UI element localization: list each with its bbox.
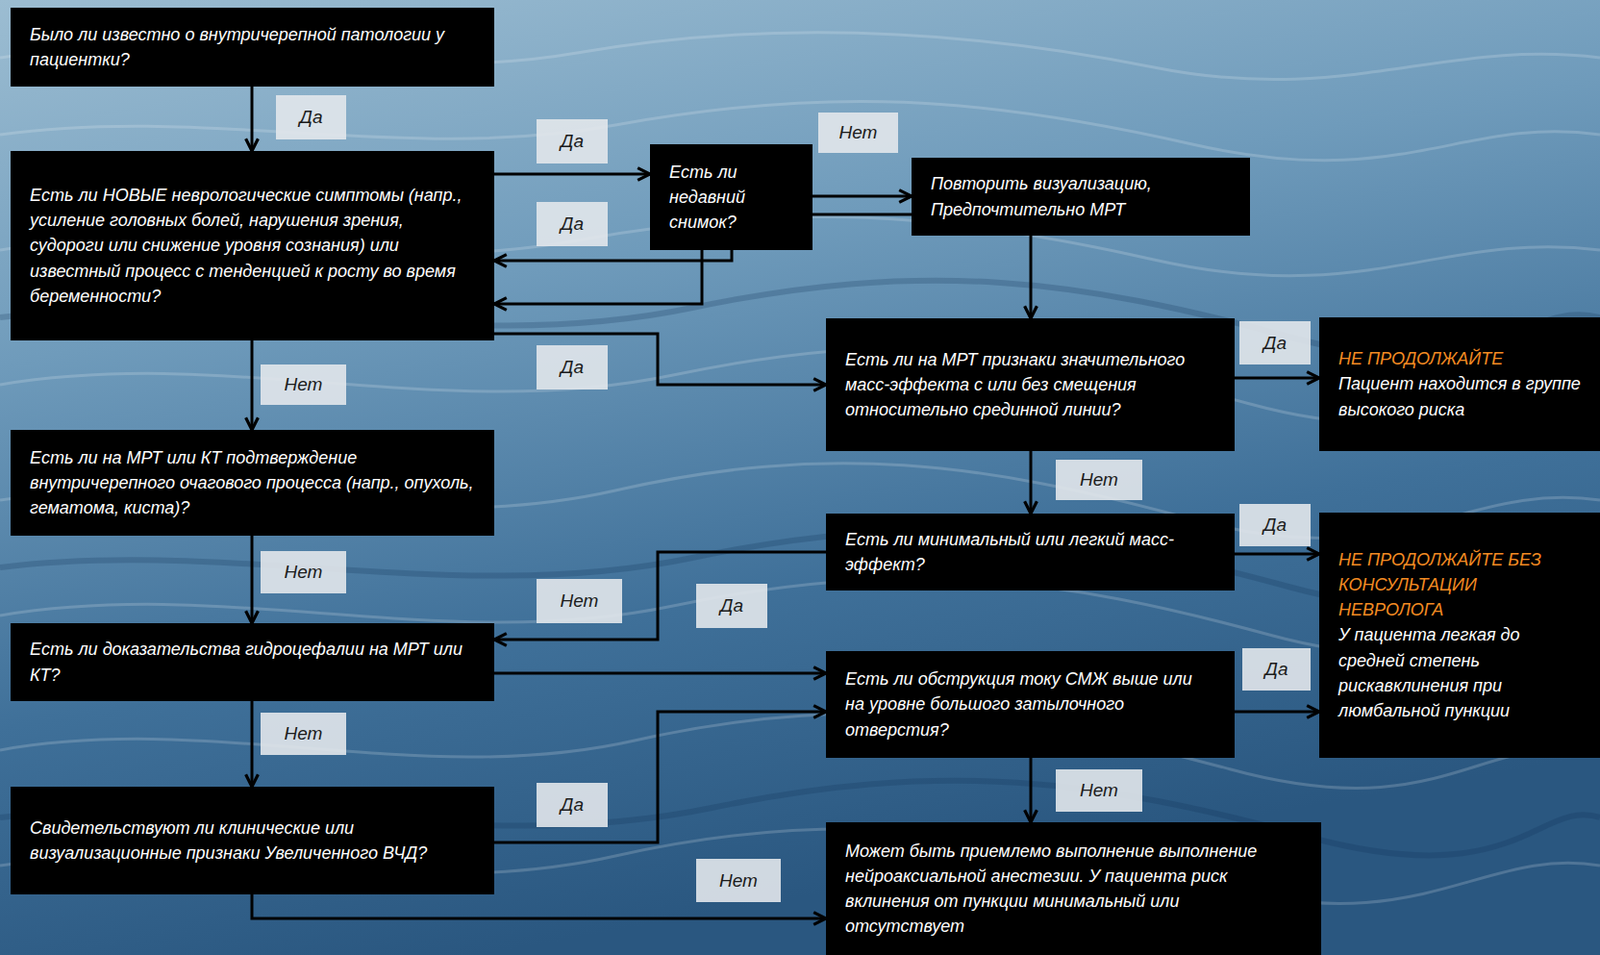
box-text: Есть ли минимальный или легкий масс-эффе… <box>845 526 1216 577</box>
box-text: У пациента легкая до средней степень рис… <box>1338 622 1581 723</box>
outcome-box: Может быть приемлемо выполнение выполнен… <box>825 822 1322 955</box>
flow-connector <box>812 213 912 217</box>
flow-connector <box>250 700 254 787</box>
flow-connector <box>1234 376 1320 380</box>
decision-box: Есть ли минимальный или легкий масс-эффе… <box>825 513 1235 591</box>
box-text: Есть ли недавний снимок? <box>669 159 794 235</box>
edge-label: Да <box>536 201 608 247</box>
edge-label: Да <box>1242 648 1311 691</box>
flow-connector <box>494 250 702 304</box>
flow-connector <box>1029 450 1033 514</box>
edge-label: Нет <box>536 578 623 624</box>
flow-connector <box>494 672 826 675</box>
flow-connector <box>494 551 826 640</box>
box-text: Свидетельствуют ли клинические или визуа… <box>29 815 475 866</box>
edge-label: Да <box>1239 503 1311 547</box>
start-box: Было ли известно о внутричерепной патоло… <box>10 7 495 87</box>
flow-connector <box>494 711 826 843</box>
box-text: Есть ли на МРТ или КТ подтверждение внут… <box>29 445 475 521</box>
flow-connector <box>250 86 254 151</box>
edge-label: Нет <box>260 712 347 755</box>
box-heading: НЕ ПРОДОЛЖАЙТЕ <box>1338 346 1581 372</box>
edge-label: Нет <box>260 364 347 405</box>
edge-label: Нет <box>696 858 781 902</box>
box-text: Есть ли доказательства гидроцефалии на М… <box>29 636 475 687</box>
warning-box: НЕ ПРОДОЛЖАЙТЕ БЕЗ КОНСУЛЬТАЦИИ НЕВРОЛОГ… <box>1319 512 1600 758</box>
edge-label: Да <box>536 119 608 164</box>
edge-label: Нет <box>1055 459 1143 500</box>
decision-box: Есть ли обструкция току СМЖ выше или на … <box>825 650 1235 758</box>
flow-connector <box>1029 757 1033 823</box>
decision-box: Есть ли НОВЫЕ неврологические симптомы (… <box>10 150 495 341</box>
flow-connector <box>1234 710 1320 714</box>
decision-box: Свидетельствуют ли клинические или визуа… <box>10 786 495 895</box>
flow-connector <box>1234 552 1320 556</box>
flow-connector <box>812 195 912 199</box>
wave-shadows <box>0 280 1600 856</box>
box-text: Может быть приемлемо выполнение выполнен… <box>845 838 1302 939</box>
warning-box: НЕ ПРОДОЛЖАЙТЕПациент находится в группе… <box>1319 317 1600 451</box>
edge-label: Нет <box>1055 769 1143 812</box>
flow-connector <box>494 173 650 176</box>
decision-box: Есть ли доказательства гидроцефалии на М… <box>10 623 495 701</box>
box-text: Есть ли обструкция току СМЖ выше или на … <box>845 666 1216 742</box>
box-text: Повторить визуализацию, Предпочтительно … <box>930 171 1231 222</box>
edge-label: Нет <box>260 550 347 594</box>
decision-box: Есть ли на МРТ или КТ подтверждение внут… <box>10 429 495 536</box>
box-text: Пациент находится в группе высокого риск… <box>1338 371 1581 422</box>
process-box: Повторить визуализацию, Предпочтительно … <box>911 157 1250 236</box>
box-heading: НЕ ПРОДОЛЖАЙТЕ БЕЗ КОНСУЛЬТАЦИИ НЕВРОЛОГ… <box>1338 547 1581 623</box>
box-text: Было ли известно о внутричерепной патоло… <box>29 22 475 73</box>
edge-label: Да <box>536 345 608 390</box>
flow-connector <box>1029 235 1033 319</box>
box-text: Есть ли на МРТ признаки значительного ма… <box>845 347 1216 423</box>
decision-box: Есть ли недавний снимок? <box>650 144 813 250</box>
decision-box: Есть ли на МРТ признаки значительного ма… <box>825 318 1235 451</box>
flow-connector <box>494 250 732 261</box>
edge-label: Да <box>536 782 608 827</box>
wave-lines <box>0 32 1600 904</box>
edge-label: Да <box>696 583 768 628</box>
flow-connector <box>250 340 254 430</box>
edge-label: Да <box>1239 321 1311 365</box>
flow-connector <box>250 535 254 624</box>
edge-label: Да <box>275 95 347 140</box>
edge-label: Нет <box>818 112 899 153</box>
box-text: Есть ли НОВЫЕ неврологические симптомы (… <box>29 182 475 308</box>
